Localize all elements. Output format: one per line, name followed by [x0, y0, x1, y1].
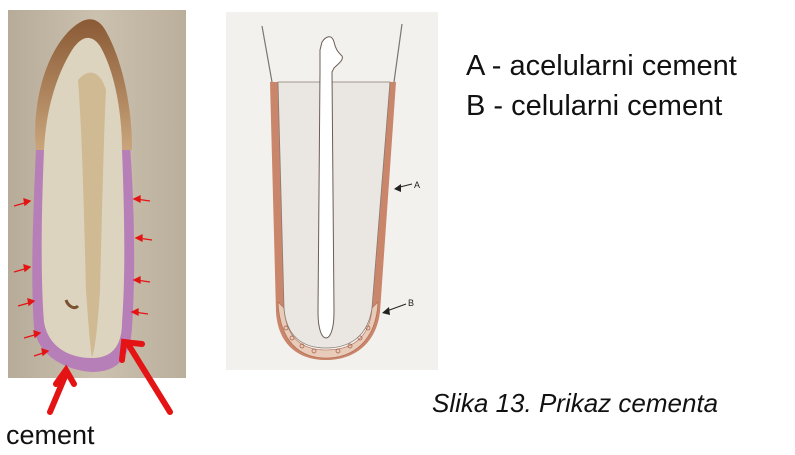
drawing-label-a: A [414, 180, 420, 190]
figure-caption: Slika 13. Prikaz cementa [432, 388, 718, 419]
cementum-diagram: A B [226, 12, 438, 370]
legend-cellular: B - celularni cement [466, 90, 722, 123]
legend-acellular: A - acelularni cement [466, 50, 737, 83]
drawing-label-b: B [408, 298, 414, 308]
cement-label: cement [6, 420, 95, 451]
tooth-section-photo [8, 10, 186, 378]
